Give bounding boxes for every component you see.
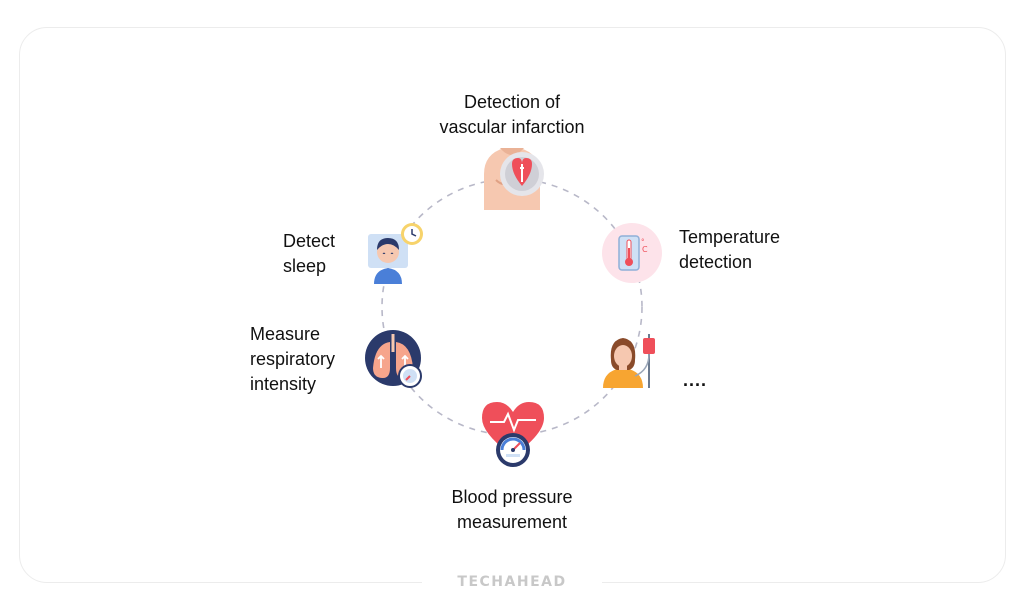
node-label-sleep: Detect sleep — [283, 229, 335, 279]
lungs-icon — [365, 330, 422, 388]
brand-logo-text: TECHAHEAD — [457, 574, 567, 590]
heart-chest-icon — [484, 148, 544, 210]
brand-backdrop — [422, 572, 602, 596]
node-label-respiratory: Measure respiratory intensity — [250, 322, 335, 397]
node-label-temperature: Temperature detection — [679, 225, 780, 275]
node-label-line: Detection of — [463, 92, 561, 112]
node-label-more: .... — [683, 370, 708, 390]
node-label-line: Detect — [283, 231, 336, 251]
svg-text:C: C — [642, 245, 648, 254]
node-label-line: vascular infarction — [439, 117, 585, 137]
node-label-vascular-infarction: Detection of vascular infarction — [412, 90, 612, 140]
node-label-line: detection — [679, 252, 753, 272]
node-label-line: intensity — [250, 374, 317, 394]
svg-text:°: ° — [641, 238, 645, 246]
node-label-line: respiratory — [250, 349, 336, 369]
thermometer-icon: ° C — [602, 223, 662, 283]
node-label-blood-pressure: Blood pressure measurement — [412, 485, 612, 535]
node-label-line: sleep — [283, 256, 327, 276]
node-label-line: Measure — [250, 324, 321, 344]
heart-gauge-icon — [482, 402, 544, 467]
node-label-line: Temperature — [679, 227, 781, 247]
patient-iv-drip-icon — [603, 334, 655, 388]
node-label-line: measurement — [456, 512, 568, 532]
node-label-line: Blood pressure — [451, 487, 573, 507]
sleeping-person-icon — [368, 223, 423, 284]
